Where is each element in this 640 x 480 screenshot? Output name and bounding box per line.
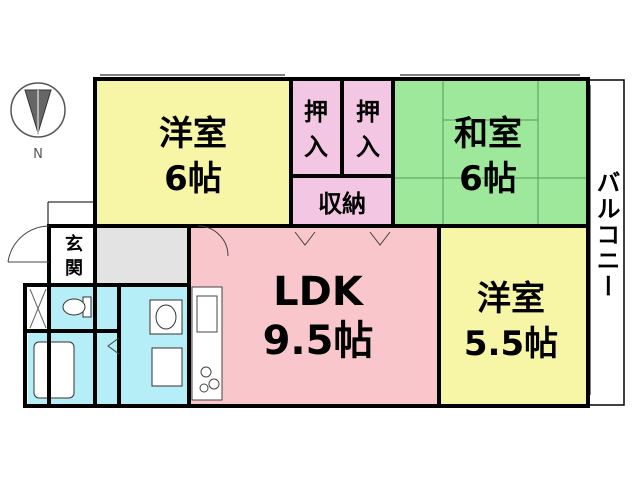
closet-left <box>292 80 340 175</box>
western-room-6-size: 6帖 <box>164 159 222 199</box>
compass-north-label: N <box>33 144 43 159</box>
entrance-line2: 関 <box>65 258 83 279</box>
closet-right-line1: 押 <box>356 98 380 126</box>
bathtub-icon <box>33 341 75 399</box>
closet-right-line2: 入 <box>356 133 380 161</box>
western-room-5-5-size: 5.5帖 <box>464 324 558 364</box>
wash-basin-icon <box>149 299 183 335</box>
entrance <box>50 228 97 285</box>
toilet-icon <box>62 296 92 318</box>
walls <box>23 77 590 408</box>
door-swings <box>7 225 391 355</box>
japanese-room-size: 6帖 <box>459 159 517 199</box>
closet-right <box>344 80 392 175</box>
storage-label: 収納 <box>318 190 366 218</box>
washing-machine-space <box>151 347 183 387</box>
western-room-5-5-name: 洋室 <box>477 279 545 319</box>
closet-left-line2: 入 <box>304 133 328 161</box>
storage-shunou <box>292 178 392 225</box>
western-room-6 <box>97 80 290 225</box>
ldk-name: LDK <box>273 269 365 315</box>
japanese-room-name: 和室 <box>454 114 522 154</box>
closet-left-line1: 押 <box>304 98 328 126</box>
ldk-room <box>190 228 438 405</box>
compass-icon: N <box>10 82 66 159</box>
japanese-room-6 <box>394 80 586 225</box>
stove-icon <box>199 366 220 393</box>
tatami-lines <box>394 80 586 225</box>
kitchen-sink <box>196 295 218 333</box>
entrance-line1: 玄 <box>65 233 83 255</box>
ldk-size: 9.5帖 <box>263 318 374 364</box>
western-room-5-5 <box>441 228 586 405</box>
western-room-6-name: 洋室 <box>159 114 227 154</box>
hallway <box>97 228 188 285</box>
balcony-label: バルコニー <box>592 170 620 300</box>
balcony-area <box>587 79 625 406</box>
